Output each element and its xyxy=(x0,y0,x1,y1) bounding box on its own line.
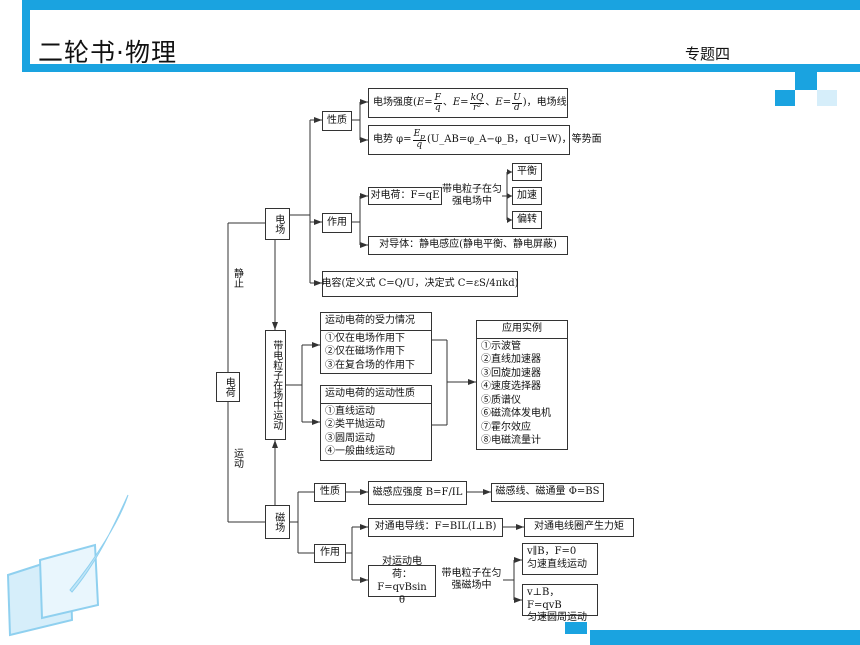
deflect-box: 偏转 xyxy=(512,211,542,229)
uniform-circle-text: 匀速圆周运动 xyxy=(527,612,587,623)
application-item: ③回旋加速器 xyxy=(481,367,541,379)
motion-label: 运动 xyxy=(231,448,243,468)
book-title: 二轮书·物理 xyxy=(38,38,177,67)
motion-nature-item: ②类平抛运动 xyxy=(325,419,385,430)
magnetic-induction-box: 磁感应强度 B=F/IL xyxy=(368,481,467,505)
m-effect-node: 作用 xyxy=(314,544,346,563)
applications-title: 应用实例 xyxy=(477,321,567,339)
root-charge: 电荷 xyxy=(216,372,240,402)
header-square-1 xyxy=(795,72,817,90)
static-label: 静止 xyxy=(231,268,243,288)
header-square-3 xyxy=(817,90,837,106)
motion-nature-item: ①直线运动 xyxy=(325,405,375,417)
on-conductor-box: 对导体：静电感应(静电平衡、静电屏蔽) xyxy=(368,236,568,255)
potential-prefix: 电势 φ= xyxy=(373,133,412,145)
motion-nature-title: 运动电荷的运动性质 xyxy=(321,386,431,404)
force-cases-title: 运动电荷的受力情况 xyxy=(321,313,431,331)
capacitance-box: 电容(定义式 C=Q/U，决定式 C=εS/4πkd) xyxy=(322,271,519,297)
header-square-2 xyxy=(775,90,795,106)
force-cases-box: 运动电荷的受力情况 ①仅在电场作用下 ②仅在磁场作用下 ③在复合场的作用下 xyxy=(320,312,432,374)
parallel-case-text: v∥B，F=0 xyxy=(527,546,577,557)
application-item: ⑤质谱仪 xyxy=(481,394,521,406)
footer-bar xyxy=(590,630,860,645)
application-item: ②直线加速器 xyxy=(481,354,541,365)
torque-box: 对通电线圈产生力矩 xyxy=(524,518,634,537)
topic-label: 专题四 xyxy=(684,45,730,63)
motion-nature-item: ③圆周运动 xyxy=(325,432,375,444)
accelerate-box: 加速 xyxy=(512,187,542,205)
on-moving-charge-box: 对运动电荷：F=qvBsin θ xyxy=(368,556,436,606)
force-case-item: ③在复合场的作用下 xyxy=(325,359,415,371)
in-uniform-b-text: 带电粒子在匀强磁场中 xyxy=(441,567,502,592)
header-bottom-bar xyxy=(22,64,860,72)
in-uniform-e-text: 带电粒子在匀强电场中 xyxy=(442,184,502,207)
application-item: ⑧电磁流量计 xyxy=(481,435,541,446)
e-effect-node: 作用 xyxy=(322,213,352,233)
e-nature-node: 性质 xyxy=(322,111,352,131)
header-left-stripe xyxy=(22,0,30,70)
m-nature-node: 性质 xyxy=(314,483,346,502)
perp-case-text: v⊥B，F=qvB xyxy=(527,587,562,611)
footer-square xyxy=(565,622,587,634)
applications-box: 应用实例 ①示波管 ②直线加速器 ③回旋加速器 ④速度选择器 ⑤质谱仪 ⑥磁流体… xyxy=(476,320,568,450)
parallel-case-box: v∥B，F=0 匀速直线运动 xyxy=(522,543,598,575)
force-case-item: ①仅在电场作用下 xyxy=(325,332,405,344)
force-on-charge-box: 对电荷：F=qE xyxy=(368,187,442,205)
application-item: ⑦霍尔效应 xyxy=(481,421,531,433)
uniform-line-text: 匀速直线运动 xyxy=(527,558,587,570)
application-item: ⑥磁流体发电机 xyxy=(481,408,551,419)
application-item: ①示波管 xyxy=(481,340,521,352)
perp-case-box: v⊥B，F=qvB 匀速圆周运动 xyxy=(522,584,598,623)
field-strength-prefix: 电场强度( xyxy=(373,96,417,108)
on-wire-box: 对通电导线：F=BIL(I⊥B) xyxy=(368,518,503,537)
header-top-bar xyxy=(22,0,860,10)
flux-box: 磁感线、磁通量 Φ=BS xyxy=(491,483,604,502)
motion-nature-box: 运动电荷的运动性质 ①直线运动 ②类平抛运动 ③圆周运动 ④一般曲线运动 xyxy=(320,385,432,461)
force-case-item: ②仅在磁场作用下 xyxy=(325,346,405,357)
magnetic-field-node: 磁场 xyxy=(265,505,290,539)
electric-field-node: 电场 xyxy=(265,208,290,240)
application-item: ④速度选择器 xyxy=(481,381,541,392)
motion-nature-item: ④一般曲线运动 xyxy=(325,446,395,457)
potential-suffix: (U_AB=φ_A−φ_B，qU=W)，等势面 xyxy=(426,133,602,145)
field-strength-suffix: )，电场线 xyxy=(522,96,567,108)
balance-box: 平衡 xyxy=(512,163,542,181)
particle-in-field-node: 带电粒子在场中运动 xyxy=(265,330,286,440)
